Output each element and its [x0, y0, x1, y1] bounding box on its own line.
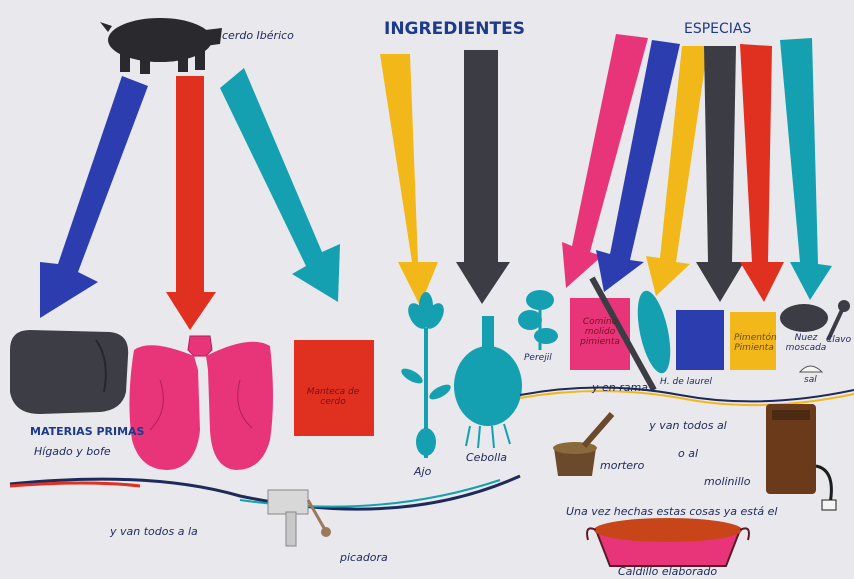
caldillo-label: Caldillo elaborado [618, 566, 717, 578]
blue-spice-card [676, 310, 724, 370]
cebolla-label: Cebolla [466, 452, 507, 464]
nutmeg-icon [780, 304, 828, 332]
hoja-laurel-label: H. de laurel [660, 378, 712, 388]
meat-grinder-icon [268, 490, 331, 546]
ingredient-arrow-gray [456, 50, 510, 304]
higado-bofe-label: Hígado y bofe [34, 446, 111, 458]
especias-heading: ESPECIAS [684, 22, 751, 37]
o-al-label: o al [678, 448, 698, 460]
ingredientes-heading: INGREDIENTES [384, 20, 525, 39]
pig-arrow-red [166, 76, 216, 330]
nuez-moscada-label: Nuez moscada [784, 334, 828, 354]
perejil-label: Perejil [524, 354, 552, 364]
spice-arrow-teal [780, 38, 832, 300]
una-vez-label: Una vez hechas estas cosas ya está el [566, 506, 777, 518]
flow-line-lower [10, 476, 520, 509]
garlic-plant-icon [399, 292, 453, 458]
pig-heading: cerdo Ibérico [222, 30, 294, 42]
spice-arrow-gray [696, 46, 744, 302]
pig-icon [100, 18, 222, 74]
flow-line-lower-red [10, 483, 140, 486]
onion-icon [454, 316, 522, 448]
parsley-icon [518, 290, 558, 350]
molinillo-label: molinillo [704, 476, 750, 488]
pig-arrow-blue [40, 76, 148, 318]
en-rama-label: y en rama [592, 382, 648, 394]
salt-icon [800, 366, 822, 372]
sal-label: sal [804, 376, 817, 386]
ajo-label: Ajo [414, 466, 431, 478]
liver-icon [10, 330, 128, 414]
clavo-label: Clavo [826, 336, 851, 346]
grinder-icon [766, 404, 836, 510]
van-todos-picadora-label: y van todos a la [110, 526, 198, 538]
pimienta-card-label: Pimentón Pimienta [734, 334, 774, 354]
picadora-label: picadora [340, 552, 388, 564]
manteca-card-label: Manteca de cerdo [300, 388, 366, 408]
ingredient-arrow-yellow [380, 54, 438, 306]
materias-primas-label: MATERIAS PRIMAS [30, 426, 144, 438]
clove-icon [828, 300, 850, 340]
lungs-icon [129, 336, 273, 470]
van-todos-al-label: y van todos al [640, 420, 736, 432]
spice-arrow-red [740, 44, 784, 302]
stew-dish-icon [587, 518, 749, 566]
comino-card-label: Comino molido pimienta [574, 318, 626, 348]
pig-arrow-teal [220, 68, 340, 302]
mortero-label: mortero [600, 460, 644, 472]
